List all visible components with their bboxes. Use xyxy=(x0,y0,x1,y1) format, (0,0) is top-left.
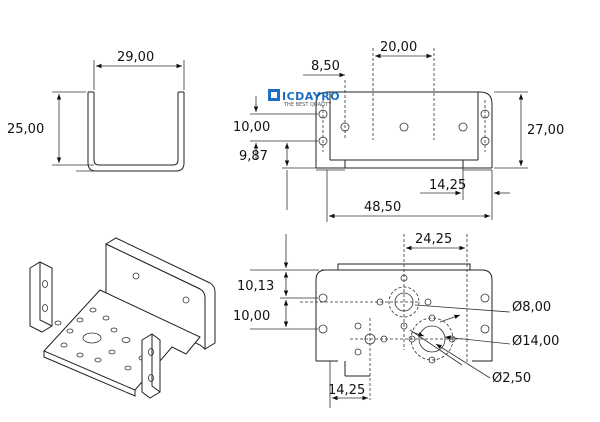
bottom-row-1-label: 10,13 xyxy=(237,279,274,294)
dia-tiny-label: Ø2,50 xyxy=(492,371,531,386)
front-hole-spacing-label: 20,00 xyxy=(380,40,417,55)
isometric-view xyxy=(29,237,216,399)
side-view-profile xyxy=(76,91,185,172)
front-view-holes xyxy=(318,48,490,152)
bottom-hole-spacing-label: 24,25 xyxy=(415,232,452,247)
dia-small-label: Ø8,00 xyxy=(512,300,551,315)
front-width-label: 48,50 xyxy=(364,200,401,215)
front-height-label: 27,00 xyxy=(527,123,564,138)
front-right-offset-label: 14,25 xyxy=(429,178,466,193)
side-view: 29,00 25,00 xyxy=(7,50,185,172)
brand-logo-tagline: THE BEST QUALITY xyxy=(283,102,332,108)
front-hole-pitch-v-label: 9,87 xyxy=(239,149,268,164)
dia-large-label: Ø14,00 xyxy=(512,334,559,349)
front-top-hole-height-label: 10,00 xyxy=(233,120,270,135)
side-height-label: 25,00 xyxy=(7,122,44,137)
brand-logo-text: ICDAYRO xyxy=(282,90,340,103)
bottom-row-2-label: 10,00 xyxy=(233,309,270,324)
bottom-left-offset-label: 14,25 xyxy=(328,383,365,398)
brand-logo: ICDAYRO THE BEST QUALITY xyxy=(268,89,340,108)
side-width-label: 29,00 xyxy=(117,50,154,65)
front-view: ICDAYRO THE BEST QUALITY 8,50 20,00 27,0… xyxy=(233,40,564,222)
bottom-view: 24,25 10,13 10,00 14,25 Ø8,00 Ø14,00 Ø2,… xyxy=(233,232,559,408)
iso-center-hole xyxy=(82,332,102,344)
bottom-view-holes xyxy=(300,234,490,400)
front-hole-offset-label: 8,50 xyxy=(311,59,340,74)
